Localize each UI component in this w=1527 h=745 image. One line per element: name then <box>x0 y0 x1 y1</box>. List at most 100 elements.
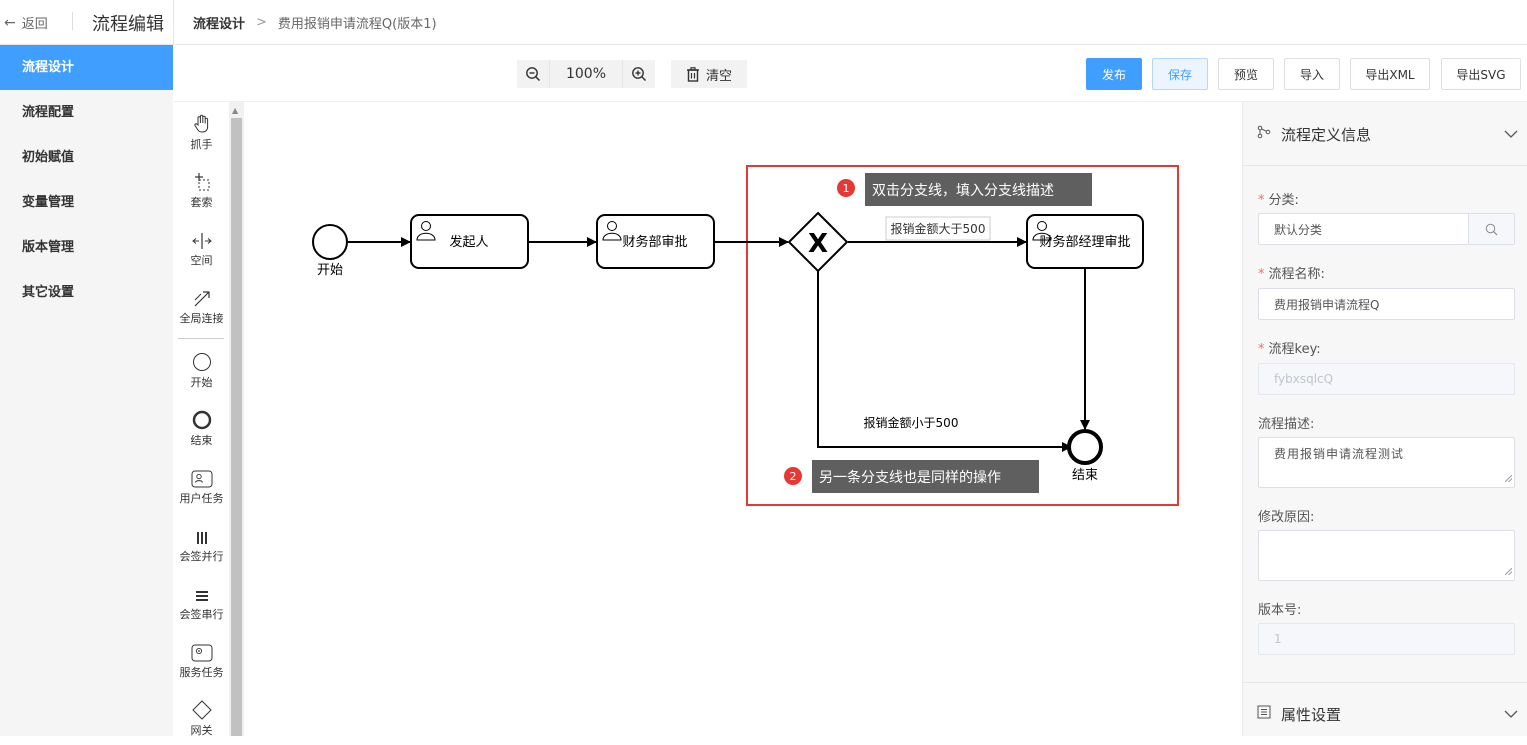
export-svg-button[interactable]: 导出SVG <box>1441 58 1521 90</box>
bpmn-palette: 抓手 套索 空间 全局连接 开始 <box>174 102 229 738</box>
diagram-svg: 开始 发起人 财务部审批 X 报销金额大 <box>312 165 1179 506</box>
resize-handle-icon[interactable] <box>1504 564 1513 578</box>
lasso-icon <box>194 173 209 191</box>
zoom-out-button[interactable] <box>517 60 549 88</box>
palette-global-connect[interactable]: 全局连接 <box>174 286 229 326</box>
category-search-button[interactable] <box>1468 214 1514 244</box>
scrollbar-thumb[interactable] <box>231 118 242 736</box>
back-label: 返回 <box>21 17 48 32</box>
required-mark: * <box>1258 342 1265 357</box>
section-attributes[interactable]: 属性设置 <box>1243 683 1527 745</box>
scroll-up-icon[interactable]: ▲ <box>232 106 239 115</box>
nav-item-design[interactable]: 流程设计 <box>0 45 173 90</box>
nav-item-other[interactable]: 其它设置 <box>22 285 75 300</box>
task-initiator[interactable]: 发起人 <box>410 214 529 269</box>
breadcrumb-item-design[interactable]: 流程设计 <box>193 17 246 32</box>
palette-label: 用户任务 <box>179 492 224 505</box>
palette-label: 空间 <box>190 254 213 267</box>
parallel-sign-icon <box>196 532 207 544</box>
flow-lt-500[interactable] <box>817 271 1072 452</box>
space-icon <box>191 233 212 249</box>
flow-lt-label[interactable]: 报销金额小于500 <box>864 415 959 430</box>
hand-icon <box>193 114 208 133</box>
back-button[interactable]: ← 返回 <box>0 0 48 45</box>
zoom-out-icon <box>526 67 541 82</box>
chevron-down-icon[interactable] <box>1504 125 1518 143</box>
start-event[interactable]: 开始 <box>312 224 348 278</box>
tip-2-box <box>812 460 1039 493</box>
tip-1-text: 双击分支线，填入分支线描述 <box>872 183 1054 199</box>
palette-label: 套索 <box>190 196 213 209</box>
user-icon <box>1032 221 1052 241</box>
exclusive-gateway[interactable]: X <box>787 211 849 273</box>
palette-label: 网关 <box>190 724 213 737</box>
zoom-level: 100% <box>549 60 623 88</box>
tip-1: 1 双击分支线，填入分支线描述 <box>837 173 1092 206</box>
chevron-down-icon[interactable] <box>1504 705 1518 723</box>
description-label: 流程描述: <box>1258 417 1315 432</box>
process-name-field[interactable]: 费用报销申请流程Q <box>1258 288 1515 320</box>
serial-sign-icon <box>195 591 208 601</box>
palette-user-task[interactable]: 用户任务 <box>174 466 229 506</box>
version-value: 1 <box>1274 632 1282 646</box>
left-nav: 流程设计 流程配置 初始赋值 变量管理 版本管理 其它设置 <box>0 45 173 736</box>
name-label: *流程名称: <box>1258 267 1325 282</box>
category-field[interactable]: 默认分类 <box>1258 213 1515 245</box>
preview-button[interactable]: 预览 <box>1218 58 1274 90</box>
designer-toolbar: 100% 清空 发布 保存 预览 导入 导出XML 导出SVG <box>174 46 1527 102</box>
palette-scrollbar[interactable]: ▲ <box>229 102 244 736</box>
palette-label: 会签串行 <box>179 608 224 621</box>
reason-textarea[interactable] <box>1258 530 1515 581</box>
list-icon <box>1257 705 1271 723</box>
category-value: 默认分类 <box>1274 222 1323 237</box>
category-label: *分类: <box>1258 193 1299 208</box>
palette-hand-tool[interactable]: 抓手 <box>174 112 229 152</box>
tip-1-box <box>865 173 1092 206</box>
palette-label: 开始 <box>190 376 213 389</box>
global-connect-icon <box>194 291 210 307</box>
palette-lasso-tool[interactable]: 套索 <box>174 170 229 210</box>
flow-gt-label[interactable]: 报销金额大于500 <box>885 216 991 241</box>
zoom-in-button[interactable] <box>623 60 655 88</box>
task-finance-label: 财务部审批 <box>622 234 687 250</box>
palette-service-task[interactable]: 服务任务 <box>174 640 229 680</box>
export-xml-button[interactable]: 导出XML <box>1350 58 1430 90</box>
section-process-info[interactable]: 流程定义信息 <box>1243 103 1527 165</box>
nav-item-init[interactable]: 初始赋值 <box>22 150 75 165</box>
divider <box>72 12 73 30</box>
publish-button[interactable]: 发布 <box>1086 58 1142 90</box>
task-manager-approval[interactable]: 财务部经理审批 <box>1026 214 1144 269</box>
palette-label: 抓手 <box>190 138 213 151</box>
highlight-box <box>746 165 1179 506</box>
clear-button[interactable]: 清空 <box>671 60 747 88</box>
palette-gateway[interactable]: 网关 <box>174 698 229 738</box>
required-mark: * <box>1258 193 1265 208</box>
start-event-icon <box>192 353 211 371</box>
nav-item-versions[interactable]: 版本管理 <box>22 240 75 255</box>
save-button[interactable]: 保存 <box>1152 58 1208 90</box>
palette-start-event[interactable]: 开始 <box>174 350 229 390</box>
tip-2-badge <box>784 467 802 485</box>
tip-1-number: 1 <box>843 182 850 195</box>
zoom-in-icon <box>632 67 647 82</box>
resize-handle-icon[interactable] <box>1504 471 1513 485</box>
top-bar: ← 返回 流程编辑 流程设计 > 费用报销申请流程Q(版本1) <box>0 0 1527 45</box>
description-textarea[interactable]: 费用报销申请流程测试 <box>1258 437 1515 488</box>
palette-label: 结束 <box>190 434 213 447</box>
task-manager-label: 财务部经理审批 <box>1039 234 1130 250</box>
bpmn-canvas[interactable]: 开始 发起人 财务部审批 X 报销金额大 <box>245 102 1242 736</box>
palette-label: 服务任务 <box>179 666 224 679</box>
palette-parallel-sign[interactable]: 会签并行 <box>174 524 229 564</box>
end-event[interactable]: 结束 <box>1067 429 1103 483</box>
clear-label: 清空 <box>705 68 732 84</box>
user-icon <box>602 221 622 241</box>
zoom-group: 100% <box>517 60 655 88</box>
nav-item-config[interactable]: 流程配置 <box>22 105 75 120</box>
palette-end-event[interactable]: 结束 <box>174 408 229 448</box>
task-finance-approval[interactable]: 财务部审批 <box>596 214 715 269</box>
nav-item-variables[interactable]: 变量管理 <box>22 195 75 210</box>
palette-space-tool[interactable]: 空间 <box>174 228 229 268</box>
palette-serial-sign[interactable]: 会签串行 <box>174 582 229 622</box>
section-title: 流程定义信息 <box>1281 125 1372 144</box>
import-button[interactable]: 导入 <box>1284 58 1340 90</box>
